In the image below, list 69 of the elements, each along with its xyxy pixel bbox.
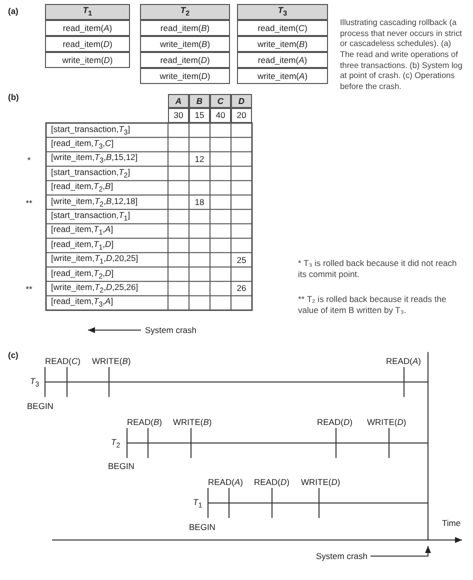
begin-label: BEGIN: [108, 461, 134, 472]
footnote-text: * T₃ is rolled back because it did not reach its commit point.: [298, 258, 458, 280]
panel-label: (c): [8, 350, 18, 360]
column-header: A: [168, 94, 189, 108]
value-text: 25: [236, 254, 248, 267]
footnote-mark: *: [26, 154, 32, 165]
log-entry-cell-text: [write_item,T$_{2}$,D,25,26]: [50, 281, 140, 296]
table-cell: read_item(A): [237, 52, 328, 68]
column-header: D: [231, 94, 252, 108]
column-header: C: [210, 94, 231, 108]
operation-label: READ(A): [386, 356, 421, 366]
begin-label: BEGIN: [189, 522, 216, 532]
table-cell: read_item(D): [45, 36, 130, 52]
log-entry-cell-text: [start_transaction,T$_{3}$]: [50, 123, 132, 138]
column-header: T$_{2}$: [140, 4, 230, 20]
column-header: T$_{3}$: [237, 4, 328, 20]
log-entry-cell-text: [start_transaction,T$_{2}$]: [50, 166, 132, 181]
panel-label: (b): [8, 92, 19, 102]
table-cell: write_item(D): [140, 68, 230, 84]
operation-label: WRITE(D): [301, 477, 340, 488]
footnote-mark: **: [24, 284, 34, 295]
log-entry-cell-text: [read_item,T$_{2}$,D]: [50, 267, 115, 282]
caption-text: Illustrating cascading rollback (a process that never occurs in strict or cascadeless schedules). (a) The read and write operations of three transactions. (b) System log at point of crash. (c) Operations before the crash.: [340, 18, 464, 93]
operation-label: READ(D): [254, 477, 290, 488]
log-entry-cell-text: [start_transaction,T$_{1}$]: [50, 209, 132, 224]
arrow: [88, 327, 142, 334]
table-cell: read_item(A): [45, 20, 130, 36]
log-entry-cell-text: [read_item,T$_{3}$,A]: [50, 296, 114, 310]
table-cell: 40: [210, 108, 231, 123]
footnote-mark: **: [24, 198, 34, 208]
table-cell: write_item(D): [45, 52, 130, 68]
column-header: T$_{1}$: [45, 4, 130, 20]
log-entry-cell-text: [write_item,T$_{2}$,B,12,18]: [50, 195, 139, 210]
value-text: 26: [236, 282, 248, 296]
table-cell: write_item(B): [237, 36, 328, 52]
log-entry-cell-text: [read_item,T$_{2}$,B]: [50, 180, 114, 195]
log-entry-cell-text: [write_item,T$_{1}$,D,20,25]: [50, 252, 140, 267]
table-cell: read_item(C): [237, 20, 328, 36]
log-entry-cell-text: [write_item,T$_{3}$,B,15,12]: [50, 152, 139, 166]
table-cell: read_item(D): [140, 52, 230, 68]
panel-label: (a): [8, 6, 18, 16]
transaction-label: T$_{1}$: [193, 497, 202, 510]
crash-label: System crash: [145, 325, 196, 336]
table-cell: write_item(B): [140, 36, 230, 52]
table-cell: write_item(A): [237, 68, 328, 84]
operation-label: WRITE(D): [367, 417, 406, 428]
operation-label: READ(A): [208, 477, 243, 488]
footnote-text: ** T₂ is rolled back because it reads the value of item B written by T₃.: [298, 294, 448, 316]
log-entry-cell-text: [read_item,T$_{1}$,D]: [50, 238, 115, 253]
transaction-label: T$_{2}$: [111, 437, 120, 450]
operation-label: WRITE(B): [173, 417, 212, 428]
crash-label: System crash: [316, 551, 368, 562]
value-text: 12: [194, 152, 206, 166]
transaction-label: T$_{3}$: [30, 376, 40, 390]
log-entry-cell-text: [read_item,T$_{1}$,A]: [50, 224, 114, 238]
begin-label: BEGIN: [27, 401, 54, 412]
table-cell: 15: [189, 108, 210, 123]
table-cell: 20: [231, 108, 252, 123]
operation-label: WRITE(B): [92, 356, 131, 366]
column-header: B: [189, 94, 210, 108]
log-entry-cell-text: [read_item,T$_{3}$,C]: [50, 137, 115, 152]
operation-label: READ(C): [45, 356, 80, 366]
table-cell: 30: [168, 108, 189, 123]
operation-label: READ(B): [127, 417, 162, 428]
operation-label: READ(D): [317, 417, 352, 428]
value-text: 18: [194, 196, 206, 210]
table-cell: read_item(B): [140, 20, 230, 36]
arrow: [370, 546, 431, 557]
axis-label: Time: [442, 518, 461, 528]
